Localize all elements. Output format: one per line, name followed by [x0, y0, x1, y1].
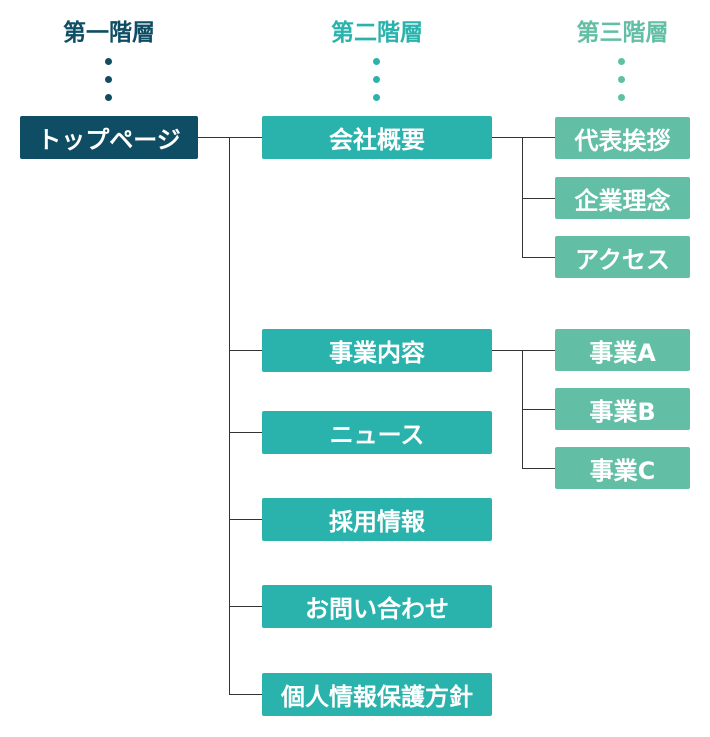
- level3-dot: [618, 94, 625, 101]
- level3-dot: [618, 58, 625, 65]
- business-a-box: 事業A: [555, 329, 690, 371]
- level2-dot: [373, 76, 380, 83]
- connector-trunk: [229, 137, 230, 695]
- business-content-box: 事業内容: [262, 329, 492, 372]
- connector-company-h: [492, 137, 555, 138]
- philosophy-box: 企業理念: [555, 177, 690, 219]
- connector-contact: [229, 606, 262, 607]
- connector-business-c: [522, 468, 555, 469]
- level1-dot: [105, 76, 112, 83]
- level1-header: 第一階層: [63, 20, 155, 46]
- connector-company-v: [522, 137, 523, 258]
- company-overview-box: 会社概要: [262, 116, 492, 159]
- level1-dot: [105, 94, 112, 101]
- level2-dot: [373, 58, 380, 65]
- connector-business: [229, 350, 262, 351]
- business-c-box: 事業C: [555, 447, 690, 489]
- news-box: ニュース: [262, 411, 492, 454]
- contact-box: お問い合わせ: [262, 585, 492, 628]
- level2-dot: [373, 94, 380, 101]
- connector-business-h: [492, 350, 555, 351]
- ceo-message-box: 代表挨拶: [555, 117, 690, 159]
- business-b-box: 事業B: [555, 388, 690, 430]
- level3-dot: [618, 76, 625, 83]
- top-page-box: トップページ: [20, 116, 198, 159]
- connector-privacy: [229, 694, 262, 695]
- connector-recruit: [229, 519, 262, 520]
- level1-dot: [105, 58, 112, 65]
- level3-header: 第三階層: [576, 20, 669, 46]
- access-box: アクセス: [555, 236, 690, 278]
- connector-access: [522, 257, 555, 258]
- privacy-policy-box: 個人情報保護方針: [262, 673, 492, 716]
- recruitment-box: 採用情報: [262, 498, 492, 541]
- level2-header: 第二階層: [331, 20, 423, 46]
- connector-top-h: [198, 137, 262, 138]
- connector-news: [229, 432, 262, 433]
- connector-philosophy: [522, 198, 555, 199]
- connector-business-b: [522, 409, 555, 410]
